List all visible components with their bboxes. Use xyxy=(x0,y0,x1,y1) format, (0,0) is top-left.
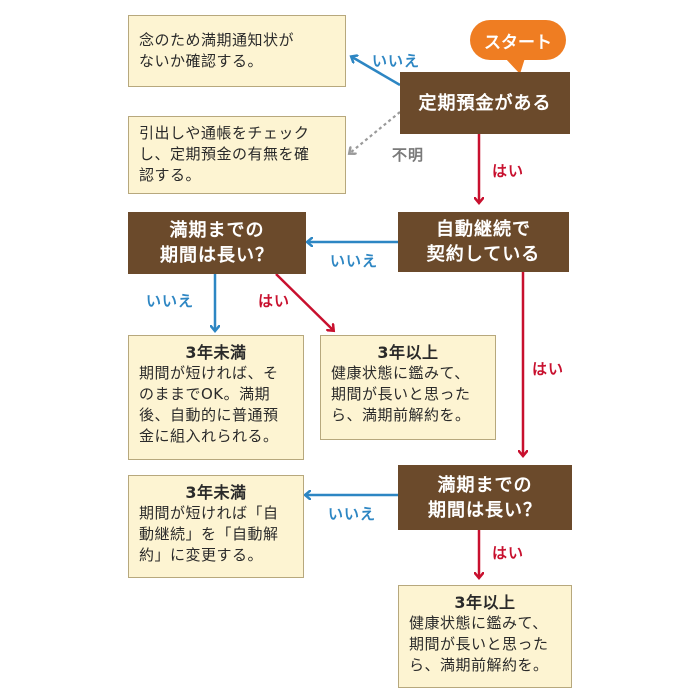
label-yes-4: はい xyxy=(492,544,525,562)
note-5-heading: 3年未満 xyxy=(185,483,247,502)
note-1-line1: 念のため満期通知状が xyxy=(139,31,295,49)
note-3-line3: 後、自動的に普通預 xyxy=(139,406,279,424)
note-over-3-years-right: 3年以上 健康状態に鑑みて、 期間が長いと思った ら、満期前解約を。 xyxy=(398,585,572,688)
note-check-maturity-notice: 念のため満期通知状が ないか確認する。 xyxy=(128,15,346,87)
decision-4-line1: 満期までの xyxy=(437,474,533,496)
note-3-line2: のままでOK。満期 xyxy=(139,385,271,403)
note-2-line3: 認する。 xyxy=(139,166,202,184)
decision-auto-renewal: 自動継続で 契約している xyxy=(398,212,569,272)
label-no-3: いいえ xyxy=(146,292,195,310)
start-bubble: スタート xyxy=(470,20,566,60)
note-3-line4: 金に組入れられる。 xyxy=(139,427,279,445)
note-6-line2: 期間が長いと思った xyxy=(409,635,549,653)
note-check-passbook: 引出しや通帳をチェック し、定期預金の有無を確 認する。 xyxy=(128,116,346,194)
note-over-3-years-left: 3年以上 健康状態に鑑みて、 期間が長いと思った ら、満期前解約を。 xyxy=(320,335,496,440)
decision-4-line2: 期間は長い？ xyxy=(428,499,542,521)
decision-2-line1: 自動継続で xyxy=(436,219,531,240)
note-3-heading: 3年未満 xyxy=(185,343,247,362)
note-2-line2: し、定期預金の有無を確 xyxy=(139,145,310,163)
note-4-line3: ら、満期前解約を。 xyxy=(331,406,471,424)
arrow-d1-unknown xyxy=(350,111,401,153)
note-6-heading: 3年以上 xyxy=(454,593,516,612)
decision-term-long-left: 満期までの 期間は長い？ xyxy=(128,212,306,274)
label-unknown: 不明 xyxy=(392,146,425,164)
arrow-d3-yes xyxy=(275,273,333,330)
note-5-line2: 動継続」を「自動解 xyxy=(139,525,279,543)
decision-1-text: 定期預金がある xyxy=(418,92,552,114)
decision-has-time-deposit: 定期預金がある xyxy=(400,72,570,134)
label-yes-2: はい xyxy=(258,292,291,310)
note-4-heading: 3年以上 xyxy=(377,343,439,362)
label-yes-1: はい xyxy=(492,162,525,180)
note-3-line1: 期間が短ければ、そ xyxy=(139,364,279,382)
label-no-4: いいえ xyxy=(328,505,377,523)
start-bubble-tail xyxy=(505,58,525,74)
label-no-2: いいえ xyxy=(330,252,379,270)
decision-term-long-right: 満期までの 期間は長い？ xyxy=(398,465,572,530)
decision-3-line1: 満期までの xyxy=(169,220,265,241)
decision-3-line2: 期間は長い？ xyxy=(160,245,274,266)
note-under-3-years-left: 3年未満 期間が短ければ、そ のままでOK。満期 後、自動的に普通預 金に組入れ… xyxy=(128,335,304,460)
note-under-3-years-right: 3年未満 期間が短ければ「自 動継続」を「自動解 約」に変更する。 xyxy=(128,475,304,578)
note-2-line1: 引出しや通帳をチェック xyxy=(139,124,310,142)
note-4-line1: 健康状態に鑑みて、 xyxy=(331,364,470,382)
note-5-line1: 期間が短ければ「自 xyxy=(139,504,279,522)
label-no-1: いいえ xyxy=(372,52,421,70)
arrow-d1-no xyxy=(352,57,401,87)
note-4-line2: 期間が長いと思った xyxy=(331,385,471,403)
start-label: スタート xyxy=(484,32,552,53)
note-1-line2: ないか確認する。 xyxy=(139,52,264,70)
decision-2-line2: 契約している xyxy=(426,244,541,265)
note-5-line3: 約」に変更する。 xyxy=(139,546,264,564)
label-yes-3: はい xyxy=(532,360,565,378)
note-6-line1: 健康状態に鑑みて、 xyxy=(409,614,548,632)
note-6-line3: ら、満期前解約を。 xyxy=(409,656,549,674)
